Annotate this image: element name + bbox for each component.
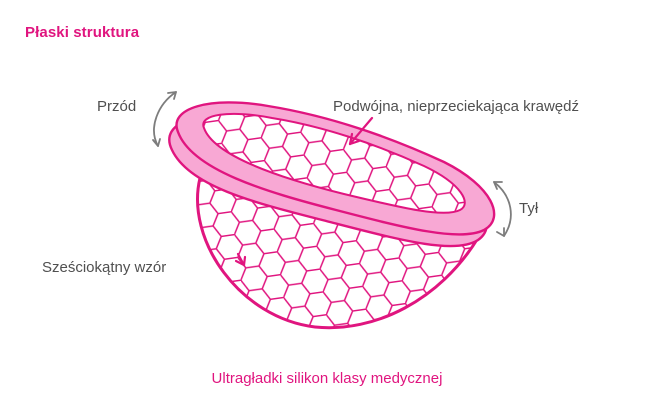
label-hexagonal-pattern: Sześciokątny wzór bbox=[42, 259, 167, 276]
label-front: Przód bbox=[97, 98, 137, 115]
diagram-title: Płaski struktura bbox=[25, 24, 140, 41]
cup-outline bbox=[196, 177, 480, 330]
back-rotate-icon bbox=[493, 181, 512, 237]
label-double-rim: Podwójna, nieprzeciekająca krawędź bbox=[333, 98, 579, 115]
front-rotate-icon bbox=[152, 91, 177, 147]
rim-pointer-arrow bbox=[348, 116, 374, 146]
pointer-arrows bbox=[234, 116, 374, 267]
label-back: Tył bbox=[519, 200, 539, 217]
caption: Ultragładki silikon klasy medycznej bbox=[211, 370, 443, 387]
hex-pointer-arrow bbox=[236, 252, 246, 267]
